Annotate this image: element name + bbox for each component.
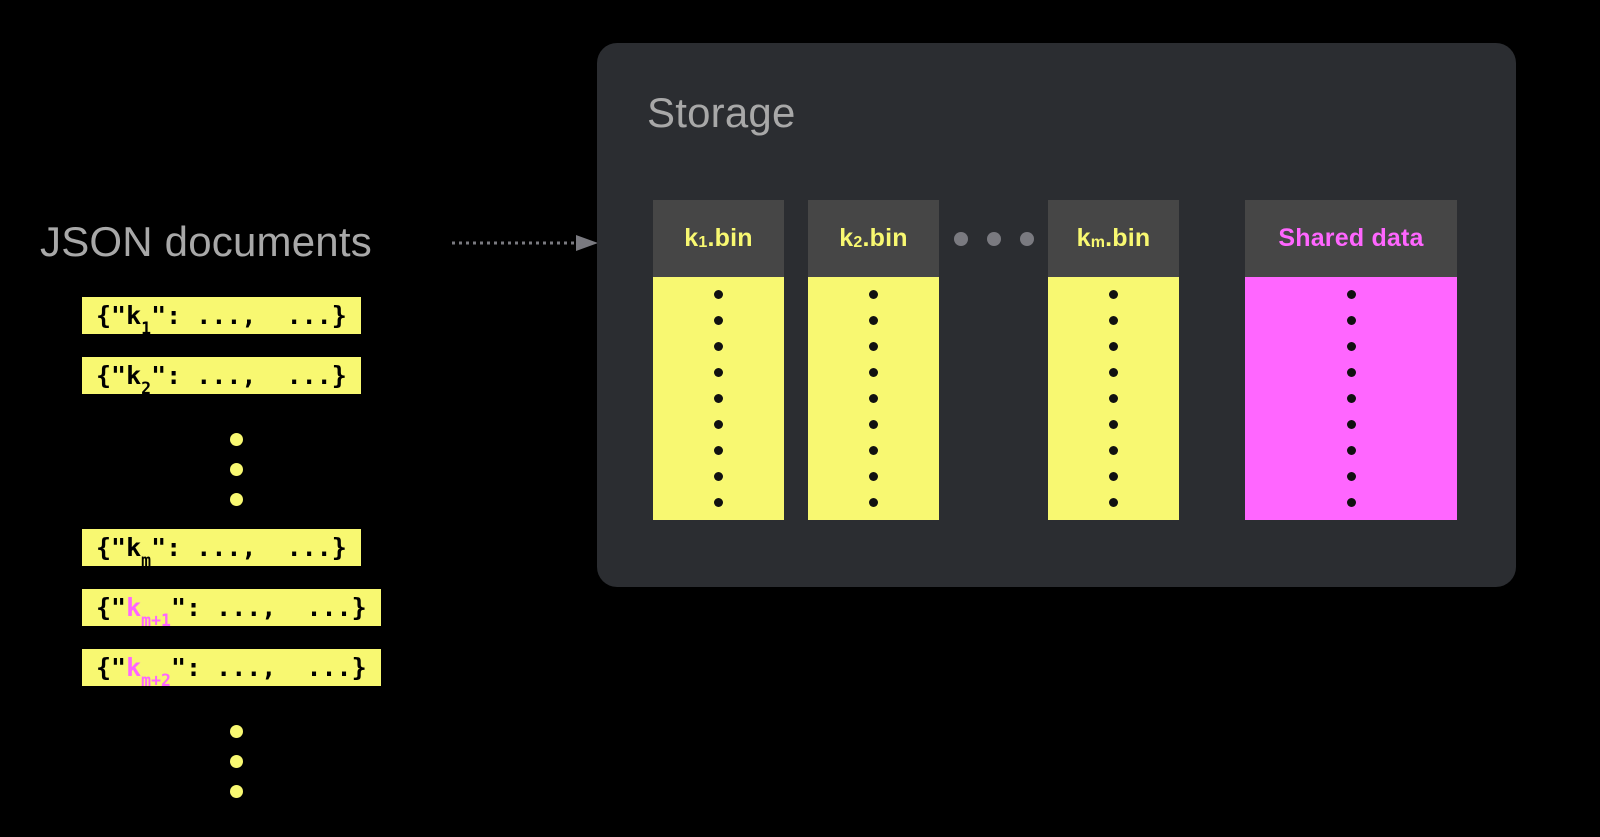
json-documents-heading: JSON documents (40, 218, 372, 265)
record-dot (714, 316, 723, 325)
json-key-subscript: 2 (141, 378, 152, 398)
bin-body (808, 277, 939, 520)
list-item: {"k2": ..., ...} (82, 357, 361, 398)
ellipsis-dot (229, 725, 243, 738)
ellipsis-dot (229, 463, 243, 476)
record-dot (869, 498, 878, 507)
record-dot (714, 394, 723, 403)
bin-body (1245, 277, 1457, 520)
json-value-ellipsis: ": ..., ...} (170, 593, 367, 622)
json-document-list: {"k1": ..., ...} {"k2": ..., ...} {"km":… (82, 297, 512, 815)
record-dot (869, 394, 878, 403)
ellipsis-dot (229, 755, 243, 768)
record-dot (1346, 420, 1356, 429)
storage-title: Storage (647, 89, 796, 136)
json-key: k1 (126, 301, 152, 338)
bin-body (653, 277, 784, 520)
record-dot (1109, 472, 1118, 481)
json-key: km+2 (126, 653, 171, 690)
record-dot (714, 472, 723, 481)
json-documents-section: JSON documents {"k1": ..., ...} {"k2": .… (0, 0, 590, 837)
record-dot (1109, 498, 1118, 507)
json-key: km+1 (126, 593, 171, 630)
record-dot (1346, 342, 1356, 351)
record-dot (1109, 420, 1118, 429)
json-brace-open: {" (96, 593, 127, 622)
record-dot (869, 316, 878, 325)
json-key-subscript: 1 (141, 318, 152, 338)
json-key-subscript: m (141, 550, 152, 570)
list-item: {"k1": ..., ...} (82, 297, 361, 338)
record-dot (1109, 290, 1118, 299)
json-brace-open: {" (96, 533, 127, 562)
arrow-head (576, 235, 598, 251)
bin-header-label: Shared data (1245, 200, 1457, 277)
record-dot (1109, 342, 1118, 351)
ellipsis-dot (229, 433, 243, 446)
record-dot (714, 290, 723, 299)
record-dot (869, 446, 878, 455)
record-dot (869, 290, 878, 299)
list-item: {"km+1": ..., ...} (82, 589, 381, 630)
ellipsis-dot (1020, 232, 1034, 246)
record-dot (714, 446, 723, 455)
json-value-ellipsis: ": ..., ...} (151, 533, 347, 562)
ellipsis-dot (229, 493, 243, 506)
record-dot (1346, 394, 1356, 403)
json-brace-open: {" (96, 653, 127, 682)
json-value-ellipsis: ": ..., ...} (151, 361, 347, 390)
record-dot (1346, 446, 1356, 455)
record-dot (869, 420, 878, 429)
record-dot (869, 472, 878, 481)
json-brace-open: {" (96, 301, 127, 330)
json-key: km (126, 533, 152, 570)
horizontal-ellipsis (954, 231, 1034, 247)
json-key-subscript: m+2 (141, 670, 171, 690)
list-item: {"km": ..., ...} (82, 529, 361, 570)
list-item: {"km+2": ..., ...} (82, 649, 381, 690)
record-dot (1346, 498, 1356, 507)
json-value-ellipsis: ": ..., ...} (151, 301, 347, 330)
record-dot (1109, 394, 1118, 403)
record-dot (869, 342, 878, 351)
ellipsis-dot (987, 232, 1001, 246)
record-dot (1109, 316, 1118, 325)
json-key: k2 (126, 361, 152, 398)
ellipsis-dot (954, 232, 968, 246)
record-dot (1346, 472, 1356, 481)
record-dot (714, 420, 723, 429)
record-dot (714, 368, 723, 377)
record-dot (1346, 290, 1356, 299)
dotted-arrow-icon (452, 235, 598, 251)
vertical-ellipsis (82, 417, 390, 529)
json-value-ellipsis: ": ..., ...} (170, 653, 367, 682)
record-dot (1109, 446, 1118, 455)
record-dot (1346, 316, 1356, 325)
storage-bin-shared-data[interactable]: Shared data (1245, 200, 1457, 520)
record-dot (1346, 368, 1356, 377)
record-dot (869, 368, 878, 377)
ellipsis-dot (229, 785, 243, 798)
vertical-ellipsis (82, 709, 390, 798)
json-key-subscript: m+1 (141, 610, 171, 630)
json-brace-open: {" (96, 361, 127, 390)
bin-body (1048, 277, 1179, 520)
record-dot (714, 498, 723, 507)
record-dot (714, 342, 723, 351)
record-dot (1109, 368, 1118, 377)
